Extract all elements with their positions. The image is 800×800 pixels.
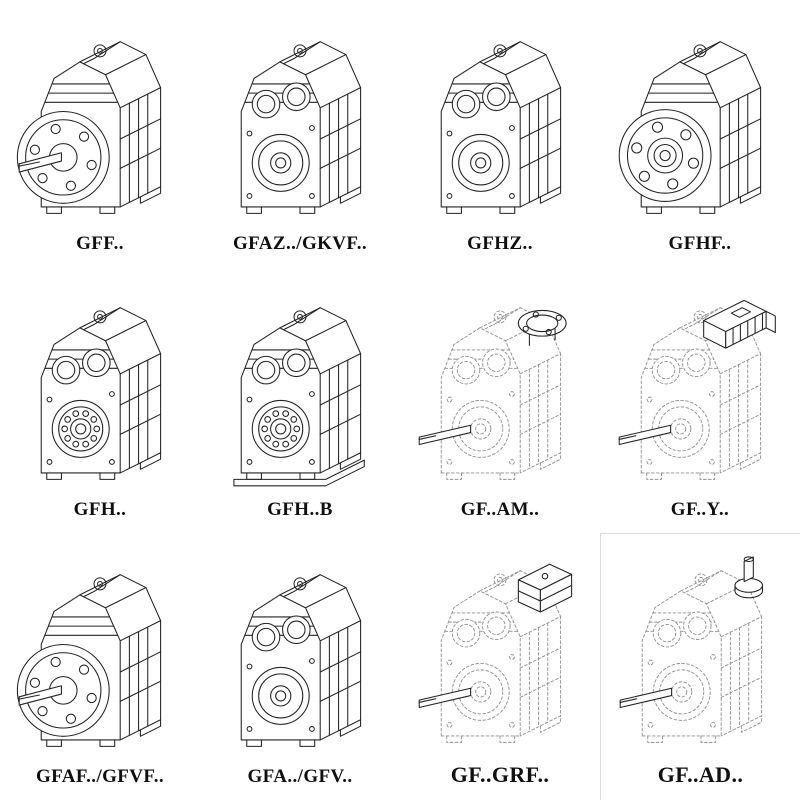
gearbox-label: GFAF../GFVF.. — [35, 765, 164, 787]
gearbox-label: GF..GRF.. — [450, 761, 550, 787]
gearbox-drawing-bearing-base — [206, 293, 394, 495]
gearbox-symbol — [441, 41, 560, 213]
gearbox-drawing-bores — [206, 560, 394, 762]
gearbox-cell-gff: GFF.. — [0, 0, 200, 267]
gearbox-symbol — [419, 564, 571, 742]
gearbox-cell-gfhz: GFHZ.. — [400, 0, 600, 267]
gearbox-cell-gfaz-gkvf: GFAZ../GKVF.. — [200, 0, 400, 267]
gearbox-cell-gfhf: GFHF.. — [600, 0, 800, 267]
gearbox-label: GF..Y.. — [670, 499, 730, 521]
gearbox-drawing-flange-shaft — [6, 560, 194, 762]
gearbox-drawing-bores — [406, 27, 594, 229]
gearbox-label: GFH..B — [267, 499, 333, 521]
gearbox-cell-gf-grf: GF..GRF.. — [400, 533, 600, 800]
gearbox-label: GF..AM.. — [460, 499, 540, 521]
gearbox-cell-gfaf-gfvf: GFAF../GFVF.. — [0, 533, 200, 800]
gearbox-drawing-bearing — [6, 293, 194, 495]
gearbox-drawing-phantom-vshaft — [607, 556, 795, 758]
gearbox-cell-gfh: GFH.. — [0, 267, 200, 534]
gearbox-symbol — [619, 41, 760, 213]
gearbox-symbol — [620, 557, 762, 742]
gearbox-symbol — [41, 308, 160, 480]
gearbox-label: GF..AD.. — [657, 761, 744, 787]
gearbox-cell-gf-ad: GF..AD.. — [600, 533, 800, 800]
gearbox-cell-gf-y: GF..Y.. — [600, 267, 800, 534]
gearbox-drawing-flange-hollow — [606, 27, 794, 229]
gearbox-symbol — [419, 308, 566, 480]
gearbox-symbol — [241, 575, 360, 747]
gearbox-label: GFHF.. — [668, 232, 732, 254]
gearbox-cell-gfa-gfv: GFA../GFV.. — [200, 533, 400, 800]
gearbox-symbol — [619, 301, 775, 480]
gearbox-symbol — [17, 41, 160, 213]
gearbox-symbol — [241, 41, 360, 213]
gearbox-drawing-phantom-motor — [606, 293, 794, 495]
gearbox-label: GFH.. — [73, 499, 127, 521]
gearbox-drawing-bores — [206, 27, 394, 229]
gearbox-symbol — [17, 575, 160, 747]
gearbox-drawing-flange-shaft — [6, 27, 194, 229]
gearbox-symbol — [234, 308, 364, 486]
gearbox-drawing-phantom-inputbox — [406, 556, 594, 758]
gearbox-label: GFHZ.. — [467, 232, 533, 254]
gearbox-cell-gfh-b: GFH..B — [200, 267, 400, 534]
gearbox-label: GFA../GFV.. — [247, 765, 353, 787]
gearbox-label: GFAZ../GKVF.. — [233, 232, 367, 254]
gearbox-drawing-phantom-topflange — [406, 293, 594, 495]
gearbox-cell-gf-am: GF..AM.. — [400, 267, 600, 534]
gearbox-label: GFF.. — [76, 232, 124, 254]
